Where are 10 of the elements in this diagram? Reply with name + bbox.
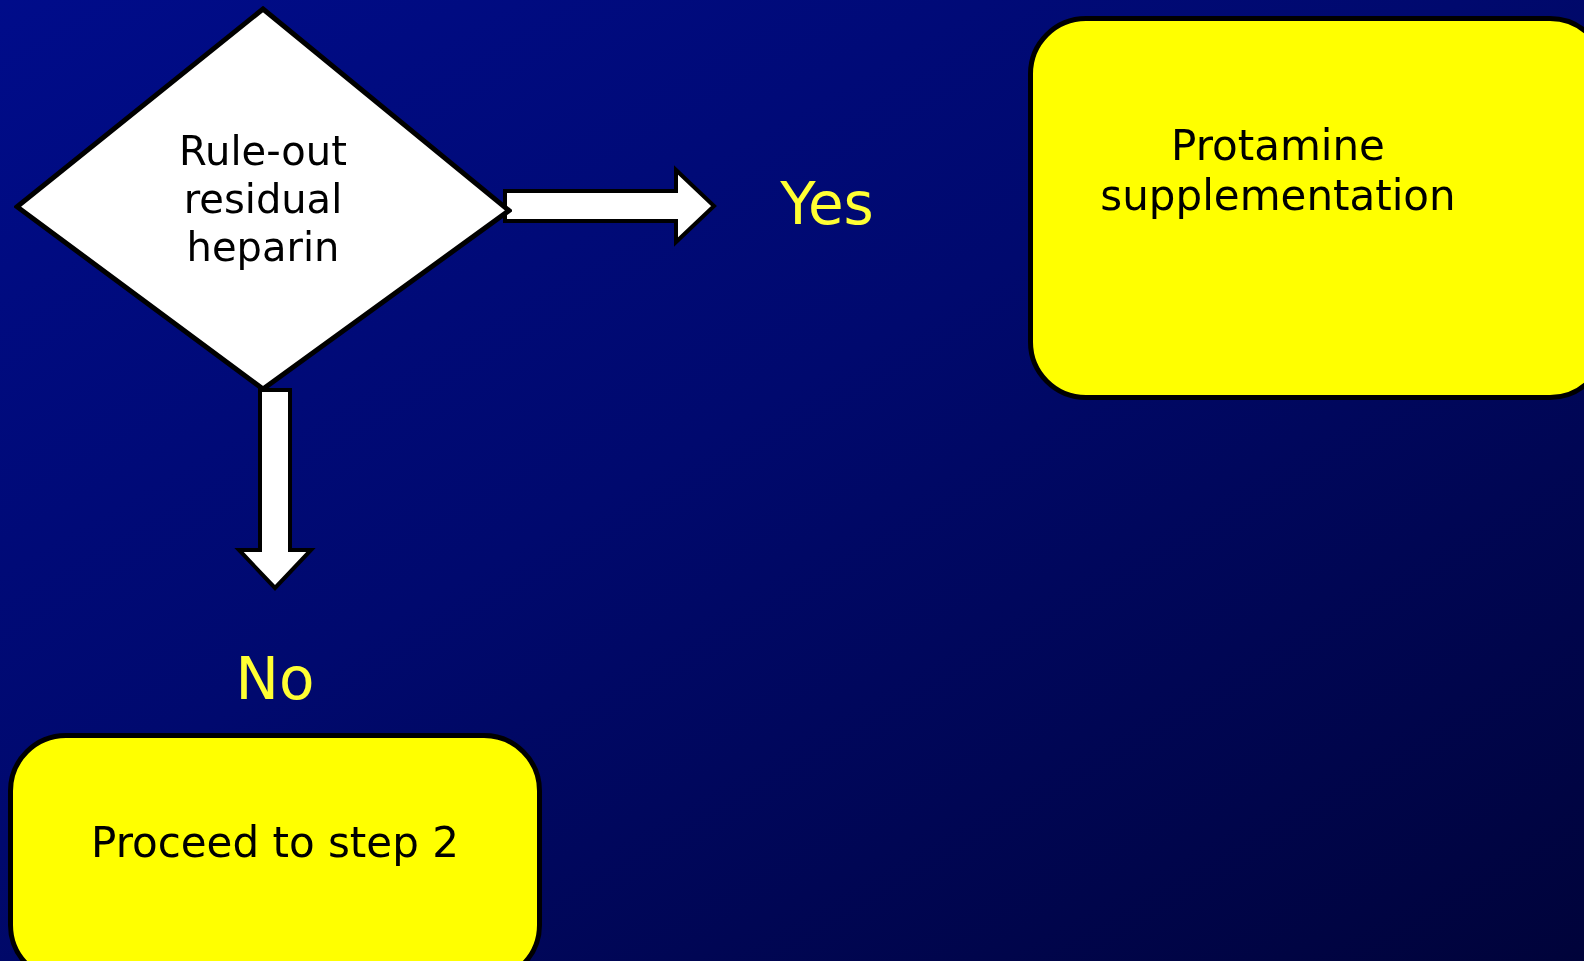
node-text: Protamine supplementation — [1099, 121, 1457, 222]
branch-label: No — [235, 645, 315, 715]
branch-label: Yes — [780, 170, 874, 240]
block-arrow — [234, 388, 316, 591]
process-box — [1028, 16, 1584, 400]
block-arrow — [503, 165, 717, 247]
node-text: Rule-out residual heparin — [178, 127, 348, 271]
decision-diamond — [14, 6, 512, 392]
node-text: Proceed to step 2 — [91, 818, 459, 869]
process-box — [8, 733, 542, 961]
